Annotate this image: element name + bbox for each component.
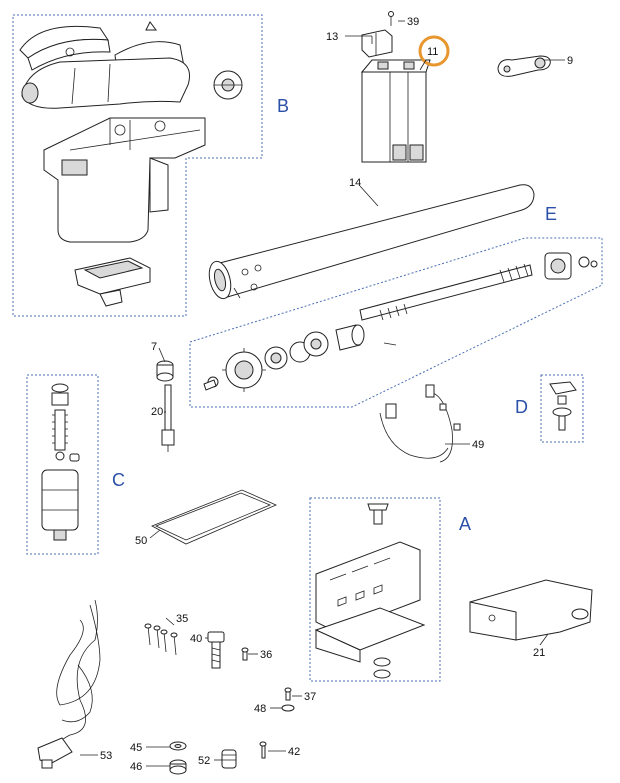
clip-9 — [497, 55, 551, 77]
screws-35 — [144, 623, 178, 656]
group-label-b: B — [277, 96, 289, 116]
bushing-7 — [156, 360, 174, 382]
part-number-53: 53 — [100, 750, 112, 762]
washer-screw-37-48 — [281, 687, 295, 712]
part-number-50: 50 — [135, 535, 147, 547]
mounting-bracket-a — [314, 503, 426, 679]
nut-assembly-d — [549, 381, 577, 431]
group-b-boundary — [12, 14, 263, 317]
part-number-42: 42 — [288, 746, 300, 758]
wiring-harness-49 — [379, 384, 461, 463]
power-cable-53 — [37, 599, 101, 769]
part-number-14: 14 — [349, 177, 361, 189]
group-label-c: C — [112, 470, 125, 490]
housing-cover-assembly — [19, 21, 190, 109]
part-number-7: 7 — [151, 341, 157, 353]
mounting-clip — [213, 70, 243, 100]
washer-45 — [169, 741, 187, 751]
group-a-boundary — [309, 497, 441, 682]
part-number-52: 52 — [198, 755, 210, 767]
bolt-40 — [207, 631, 225, 669]
part-number-49: 49 — [472, 439, 484, 451]
highlight-ring-part-11 — [418, 35, 450, 67]
outer-tube-14 — [208, 184, 535, 300]
part-number-45: 45 — [130, 742, 142, 754]
pin-20 — [161, 384, 175, 452]
part-number-36: 36 — [260, 649, 272, 661]
battery-bracket-13 — [361, 29, 393, 58]
housing-base — [43, 117, 206, 243]
housing-bottom-cover — [74, 257, 151, 307]
part-number-39: 39 — [407, 16, 419, 28]
battery-pack-11 — [360, 59, 431, 163]
part-number-35: 35 — [176, 613, 188, 625]
nut-46 — [169, 759, 187, 775]
group-d-boundary — [540, 374, 584, 443]
screw-39 — [388, 11, 394, 26]
part-number-46: 46 — [130, 761, 142, 773]
part-number-48: 48 — [254, 703, 266, 715]
screw-36 — [241, 647, 249, 661]
group-label-e: E — [545, 204, 557, 224]
part-number-21: 21 — [533, 647, 545, 659]
group-label-a: A — [459, 514, 471, 534]
cap-52 — [221, 749, 237, 769]
screw-42 — [259, 741, 267, 759]
gear-set — [203, 324, 397, 392]
motor-assembly — [41, 383, 80, 541]
group-c-boundary — [26, 374, 99, 555]
part-numbers: 13 39 11 9 14 7 20 49 50 21 35 40 36 37 … — [100, 16, 573, 773]
lead-screw-assembly — [359, 252, 598, 321]
part-number-20: 20 — [151, 406, 163, 418]
part-number-40: 40 — [190, 633, 202, 645]
part-number-37: 37 — [304, 691, 316, 703]
part-number-9: 9 — [567, 55, 573, 67]
part-number-13: 13 — [326, 31, 338, 43]
part-number-11: 11 — [427, 46, 438, 58]
l-bracket-21 — [469, 579, 593, 641]
leader-lines — [80, 20, 565, 767]
gasket-50 — [151, 489, 277, 545]
group-label-d: D — [515, 397, 528, 417]
